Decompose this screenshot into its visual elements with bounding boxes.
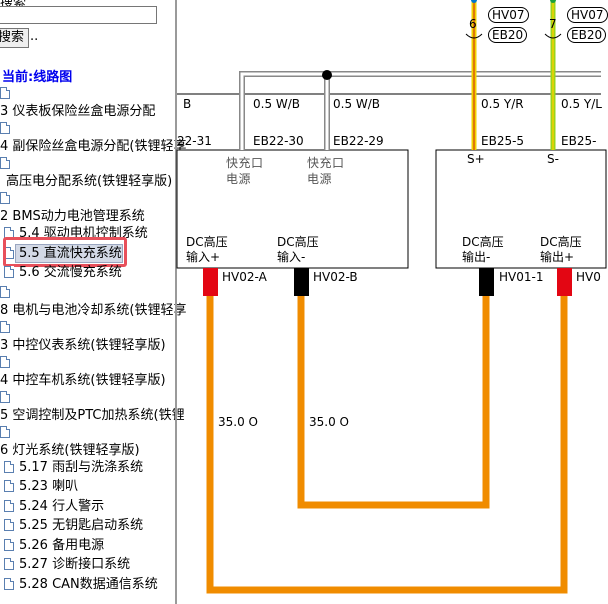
diagram-canvas <box>176 0 607 594</box>
tree-item[interactable]: 5.25 无钥匙启动系统 <box>19 518 144 533</box>
tree-item[interactable]: 3 仪表板保险丝盒电源分配 <box>0 104 156 119</box>
component-label: 电源 <box>307 172 333 186</box>
splice-point <box>322 70 332 80</box>
document-icon <box>0 286 10 298</box>
document-icon <box>0 391 10 403</box>
tree-item[interactable]: 2 BMS动力电池管理系统 <box>0 209 145 224</box>
wire-pin: EB22-30 <box>253 134 304 148</box>
wire-pin: EB25-5 <box>481 134 525 148</box>
wire-pin: 22-31 <box>177 134 212 148</box>
pin-label: 输入+ <box>186 250 221 264</box>
document-icon <box>0 192 10 204</box>
hv-cable-negative <box>297 295 490 509</box>
document-icon <box>4 578 14 590</box>
connector-label: EB20 <box>567 27 607 43</box>
document-icon <box>0 157 10 169</box>
component-label: 快充口 <box>307 156 345 170</box>
cable-spec: 35.0 O <box>309 415 349 429</box>
hv-connector-label: HV02-B <box>313 270 358 284</box>
highlight-box <box>3 237 127 267</box>
connector-arc <box>465 33 483 39</box>
wire-spec: B <box>183 97 192 111</box>
hv-terminal-black <box>294 268 309 296</box>
hv-connector-label: HV01-1 <box>499 270 544 284</box>
document-icon <box>4 266 14 278</box>
tree-item[interactable]: 4 副保险丝盒电源分配(铁锂轻享 <box>0 139 187 154</box>
search-title: 搜索 <box>0 0 26 11</box>
document-icon <box>4 480 14 492</box>
wire-spec: 0.5 Y/L <box>561 97 602 111</box>
document-icon <box>0 426 10 438</box>
document-icon <box>4 461 14 473</box>
wire-spec: 0.5 W/B <box>253 97 301 111</box>
tree-item[interactable]: 5.26 备用电源 <box>19 538 105 553</box>
tree-item[interactable]: 5.27 诊断接口系统 <box>19 557 131 572</box>
search-input[interactable] <box>0 6 157 24</box>
connector-label: EB20 <box>488 27 528 43</box>
pin-label: 输出- <box>462 250 491 264</box>
component-label: 电源 <box>226 172 252 186</box>
pin-label: 输入- <box>277 250 306 264</box>
sidebar-panel: 搜索 搜索 .. 当前:线路图 3 仪表板保险丝盒电源分配 4 副保险丝盒电源分… <box>0 0 186 604</box>
pin-label: DC高压 <box>277 235 319 249</box>
document-icon <box>4 519 14 531</box>
document-icon <box>4 500 14 512</box>
pin-label: 输出+ <box>540 250 575 264</box>
pin-label: DC高压 <box>540 235 582 249</box>
tree-item[interactable]: 3 中控仪表系统(铁锂轻享版) <box>0 338 166 353</box>
pin-label: S+ <box>467 152 485 166</box>
connector-dot <box>550 0 556 3</box>
pin-label: S- <box>547 152 559 166</box>
parent-dir-link[interactable]: .. <box>30 29 39 44</box>
hv-terminal-red <box>557 268 572 296</box>
connector-arc <box>544 33 562 39</box>
document-icon <box>0 321 10 333</box>
selected-item-background <box>15 244 123 263</box>
connector-label: HV07 <box>567 7 608 23</box>
wire-spec: 0.5 Y/R <box>481 97 524 111</box>
wire-eb22-30-center <box>240 72 327 150</box>
document-icon <box>4 539 14 551</box>
hv-terminal-black <box>479 268 494 296</box>
pin-label: DC高压 <box>186 235 228 249</box>
tree-item[interactable]: 高压电分配系统(铁锂轻享版) <box>6 174 173 189</box>
tree-item[interactable]: 5 空调控制及PTC加热系统(铁锂 <box>0 408 185 423</box>
wire-pin: EB25- <box>561 134 597 148</box>
fast-charge-port-box <box>176 149 409 269</box>
wire-pin: EB22-29 <box>333 134 384 148</box>
hv-connector-label: HV02-A <box>222 270 267 284</box>
connector-dot <box>471 0 477 3</box>
tree-item-selected[interactable]: 5.5 直流快充系统 <box>19 246 122 261</box>
wiring-diagram: B 22-31 0.5 W/B EB22-30 0.5 W/B EB22-29 … <box>176 0 608 604</box>
tree-item[interactable]: 5.17 雨刮与洗涤系统 <box>19 460 144 475</box>
cable-spec: 35.0 O <box>218 415 258 429</box>
hv-terminal-red <box>203 268 218 296</box>
pin-label: DC高压 <box>462 235 504 249</box>
wire-spec: 0.5 W/B <box>333 97 381 111</box>
component-label: 快充口 <box>226 156 264 170</box>
tree-item[interactable]: 5.6 交流慢充系统 <box>19 265 122 280</box>
connector-pin-number: 6 <box>469 17 477 31</box>
tree-item[interactable]: 5.28 CAN数据通信系统 <box>19 577 158 592</box>
connector-label: HV07 <box>488 7 529 23</box>
tree-item[interactable]: 8 电机与电池冷却系统(铁锂轻享 <box>0 303 187 318</box>
tree-item[interactable]: 5.23 喇叭 <box>19 479 79 494</box>
tree-item[interactable]: 5.24 行人警示 <box>19 499 105 514</box>
search-button[interactable]: 搜索 <box>0 28 30 48</box>
bms-box <box>435 149 607 269</box>
connector-pin-number: 7 <box>549 17 557 31</box>
hv-connector-label: HV0 <box>576 270 601 284</box>
document-icon <box>0 122 10 134</box>
document-icon <box>4 558 14 570</box>
tree-item[interactable]: 6 灯光系统(铁锂轻享版) <box>0 443 140 458</box>
document-icon <box>0 356 10 368</box>
tree-item[interactable]: 4 中控车机系统(铁锂轻享版) <box>0 373 166 388</box>
current-folder-title: 当前:线路图 <box>2 70 73 85</box>
frame-divider[interactable] <box>175 0 177 604</box>
document-icon <box>0 87 10 99</box>
hv-cable-positive <box>206 295 568 594</box>
